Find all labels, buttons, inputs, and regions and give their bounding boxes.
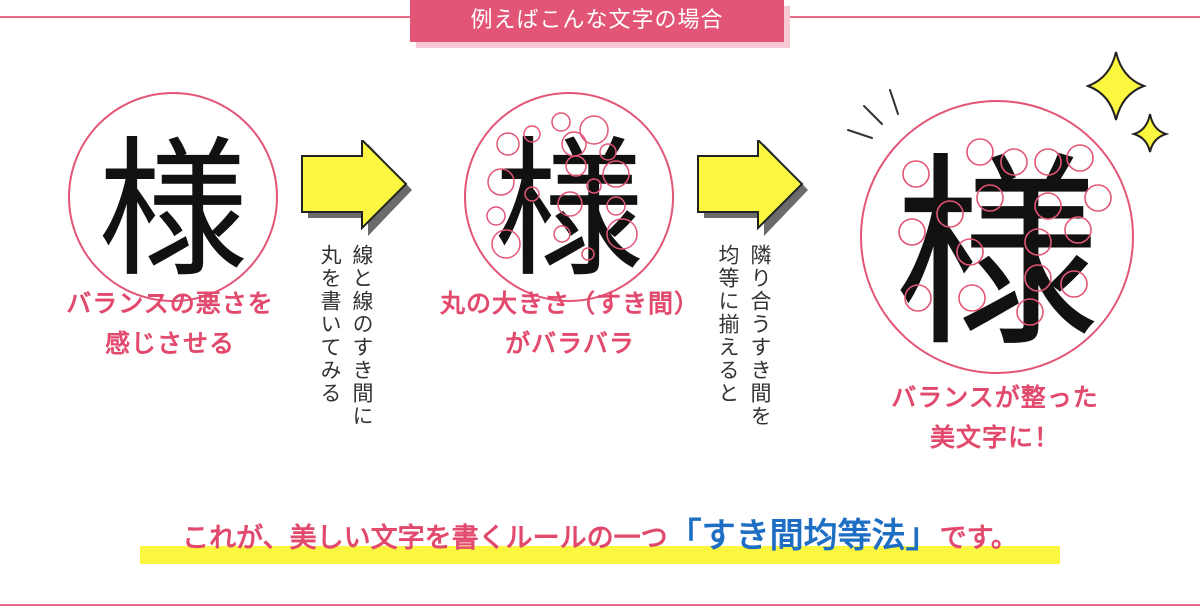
caption-step-2: 丸の大きさ（すき間） がバラバラ bbox=[439, 289, 700, 358]
kanji-circle-balanced: 様 bbox=[860, 100, 1134, 374]
caption-step-1: バランスの悪さを 感じさせる bbox=[66, 289, 274, 358]
kanji-circle-before: 様 bbox=[68, 92, 278, 302]
arrow-2-note: 隣り合うすき間を 均等に揃えると bbox=[716, 244, 772, 428]
text-highlight bbox=[140, 546, 1060, 564]
right-arrow-icon bbox=[301, 140, 412, 236]
gap-circles-uneven bbox=[486, 112, 638, 261]
gap-circles-balanced bbox=[898, 138, 1112, 326]
rule-statement-lead: これが、美しい文字を書くルールの一つ bbox=[182, 523, 668, 554]
header-banner-text: 例えばこんな文字の場合 bbox=[410, 0, 784, 42]
kanji-circle-uneven: 様 bbox=[464, 92, 674, 302]
kanji-uneven: 様 bbox=[493, 123, 644, 298]
right-arrow-icon bbox=[697, 140, 808, 236]
header-banner: 例えばこんな文字の場合 bbox=[410, 0, 790, 48]
emphasis-lines bbox=[847, 89, 899, 139]
rule-statement-end: です。 bbox=[939, 523, 1018, 554]
arrow-1-note: 線と線のすき間に 丸を書いてみる bbox=[318, 244, 374, 428]
kanji-before: 様 bbox=[97, 123, 248, 298]
rule-name: 「すき間均等法」 bbox=[667, 516, 940, 556]
bottom-divider bbox=[0, 604, 1200, 606]
rule-statement: これが、美しい文字を書くルールの一つ「すき間均等法」です。 bbox=[140, 508, 1060, 568]
sparkle-icon bbox=[1086, 51, 1170, 153]
caption-step-3: バランスが整った 美文字に！ bbox=[891, 383, 1099, 452]
